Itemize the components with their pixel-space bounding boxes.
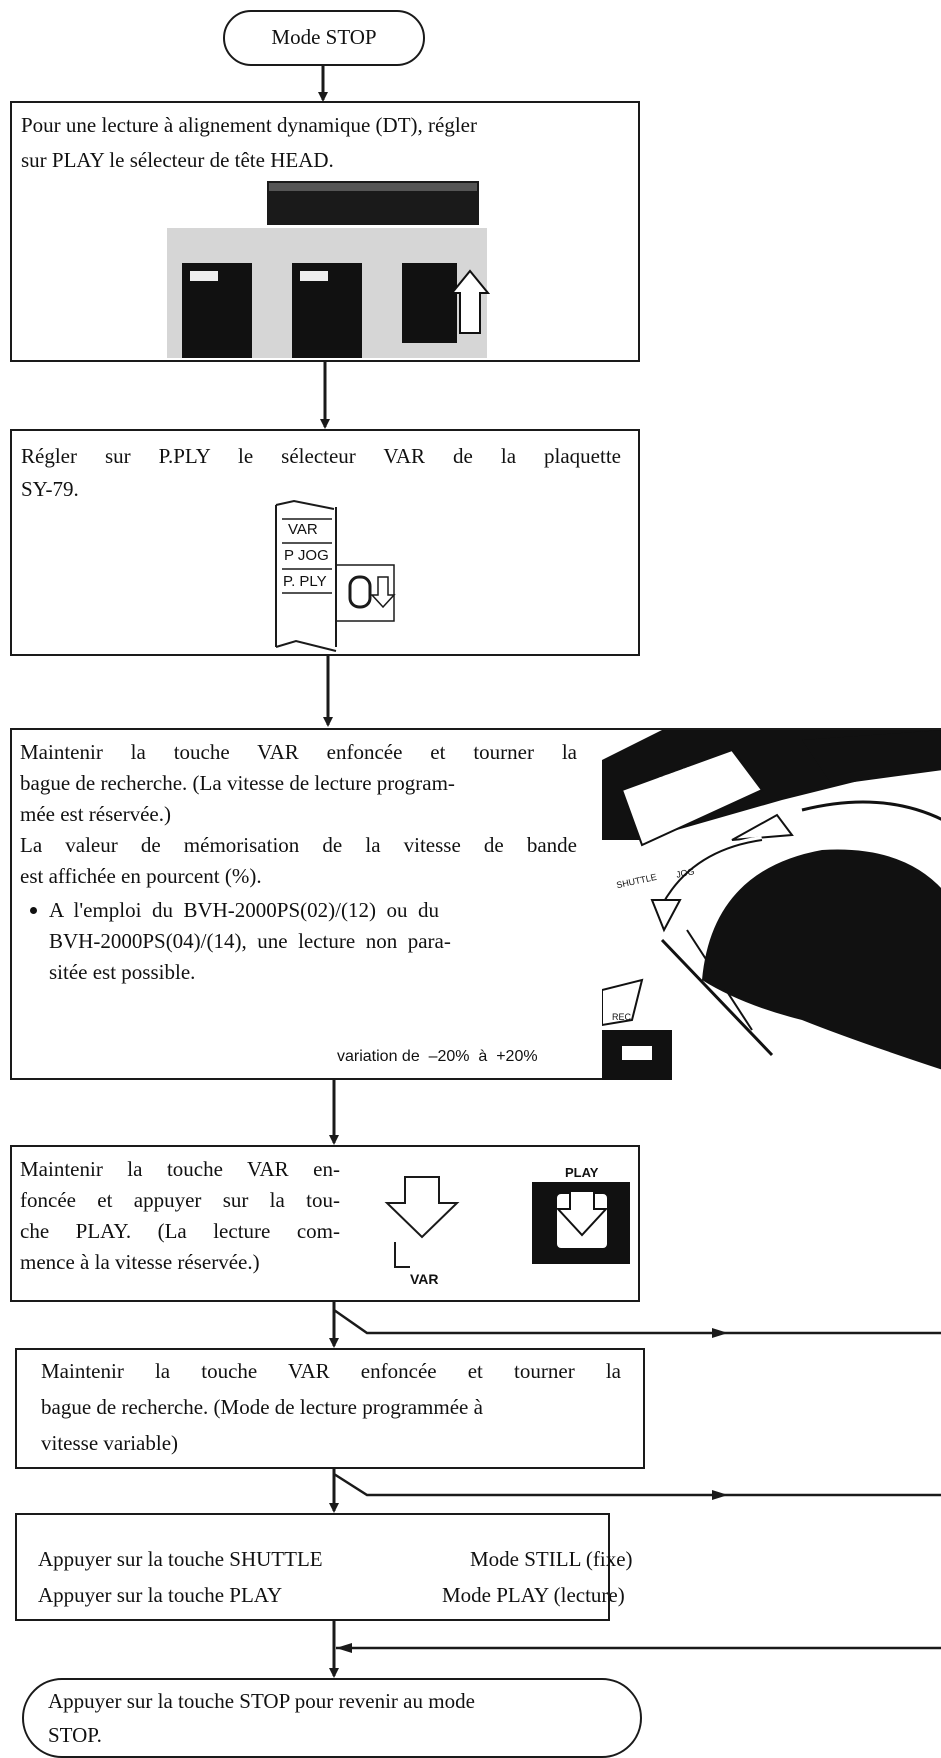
end-line1: Appuyer sur la touche STOP pour revenir … — [48, 1689, 475, 1713]
step3-bullet-line3: sitée est possible. — [49, 960, 196, 984]
step3-line5: est affichée en pourcent (%). — [20, 864, 262, 888]
branch-arrowhead-1 — [712, 1328, 728, 1338]
step6-row2-left: Appuyer sur la touche PLAY — [38, 1583, 283, 1607]
var-switch-outline — [275, 499, 396, 652]
shuttle-ring-photo: SEARCH SHUTTLE JOG REC — [602, 730, 941, 1080]
return-arrowhead — [336, 1643, 352, 1653]
step3-bullet-line2: BVH-2000PS(04)/(14), une lecture non par… — [49, 929, 451, 953]
step4-box: Maintenir la touche VAR en- foncée et ap… — [10, 1145, 640, 1302]
step1-line2: sur PLAY le sélecteur de tête HEAD. — [21, 148, 334, 172]
step3-line2: bague de recherche. (La vitesse de lectu… — [20, 771, 455, 795]
branch-arrowhead-2 — [712, 1490, 728, 1500]
switch-label-var: VAR — [288, 521, 318, 538]
step1-box: Pour une lecture à alignement dynamique … — [10, 101, 640, 362]
step3-line1: Maintenir la touche VAR enfoncée et tour… — [20, 740, 577, 764]
step5-box: Maintenir la touche VAR enfoncée et tour… — [15, 1348, 645, 1469]
play-key-down-arrow-icon — [555, 1190, 609, 1237]
step6-row1-left: Appuyer sur la touche SHUTTLE — [38, 1547, 323, 1571]
arrow-icon-1 — [731, 813, 794, 841]
end-terminal: Appuyer sur la touche STOP pour revenir … — [22, 1678, 642, 1758]
start-label: Mode STOP — [271, 25, 377, 49]
variation-range: variation de –20% à +20% — [337, 1048, 538, 1065]
photo-label-rec: REC — [612, 1012, 632, 1022]
step4-line2: foncée et appuyer sur la tou- — [20, 1188, 340, 1212]
step6-box — [15, 1513, 610, 1621]
start-terminal: Mode STOP — [223, 10, 425, 66]
step5-line2: bague de recherche. (Mode de lecture pro… — [41, 1395, 483, 1419]
step2-line1: Régler sur P.PLY le sélecteur VAR de la … — [21, 444, 621, 468]
step6-row1-right: Mode STILL (fixe) — [470, 1547, 633, 1571]
var-key-label: VAR — [410, 1271, 439, 1287]
toggle-knob-icon — [348, 575, 372, 609]
step6-row2-right: Mode PLAY (lecture) — [442, 1583, 625, 1607]
var-key-down-arrow-icon — [384, 1176, 460, 1239]
shuttle-ring-drawing — [602, 730, 941, 1080]
step5-line1: Maintenir la touche VAR enfoncée et tour… — [41, 1359, 621, 1383]
head-switch-play — [402, 263, 457, 343]
var-switch-diagram: VAR P JOG P. PLY — [274, 499, 419, 652]
step2-line2: SY-79. — [21, 477, 79, 501]
up-arrow-icon — [449, 269, 491, 334]
var-key-drawing — [384, 1176, 630, 1268]
step4-line1: Maintenir la touche VAR en- — [20, 1157, 340, 1181]
branch-line-from-step4 — [333, 1308, 941, 1335]
bullet-icon — [30, 907, 37, 914]
step3-line3: mée est réservée.) — [20, 802, 171, 826]
step5-line3: vitesse variable) — [41, 1431, 179, 1455]
step1-line1: Pour une lecture à alignement dynamique … — [21, 113, 477, 137]
step3-bullet-line1: A l'emploi du BVH-2000PS(02)/(12) ou du — [49, 898, 439, 922]
end-line2: STOP. — [48, 1723, 102, 1747]
arrow-icon-2 — [650, 899, 682, 933]
step3-line4: La valeur de mémorisation de la vitesse … — [20, 833, 577, 857]
step3-box: Maintenir la touche VAR enfoncée et tour… — [10, 728, 941, 1080]
shuttle-ring-icon — [702, 849, 941, 1070]
step4-line3: che PLAY. (La lecture com- — [20, 1219, 340, 1243]
switch-label-pply: P. PLY — [283, 573, 327, 590]
switch-label-pjog: P JOG — [284, 547, 329, 564]
branch-line-from-step5 — [333, 1472, 941, 1497]
play-key-label: PLAY — [565, 1165, 599, 1180]
head-selector-illustration — [167, 181, 491, 358]
step4-line4: mence à la vitesse réservée.) — [20, 1250, 260, 1274]
step2-box: Régler sur P.PLY le sélecteur VAR de la … — [10, 429, 640, 656]
down-arrow-icon — [370, 576, 396, 609]
